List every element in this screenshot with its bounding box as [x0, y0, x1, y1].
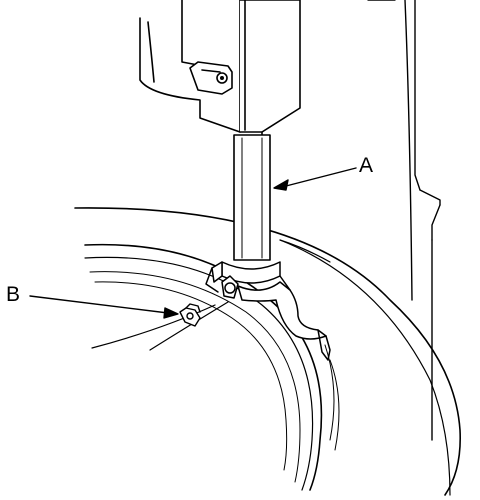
machine-frame [367, 0, 441, 441]
callout-label-b: B [6, 283, 21, 306]
wheel-rim [84, 243, 340, 491]
arrowhead-a [273, 179, 289, 191]
leader-lines [29, 167, 357, 319]
callout-label-a: A [359, 154, 374, 177]
tire [74, 207, 462, 496]
leader-line-a [285, 167, 357, 187]
leader-line-b [29, 295, 169, 314]
mounting-tool [205, 261, 331, 361]
valve-stem [179, 303, 201, 327]
vertical-shaft [233, 134, 271, 261]
mounting-head-housing [139, 0, 301, 139]
arrowhead-b [163, 307, 179, 319]
